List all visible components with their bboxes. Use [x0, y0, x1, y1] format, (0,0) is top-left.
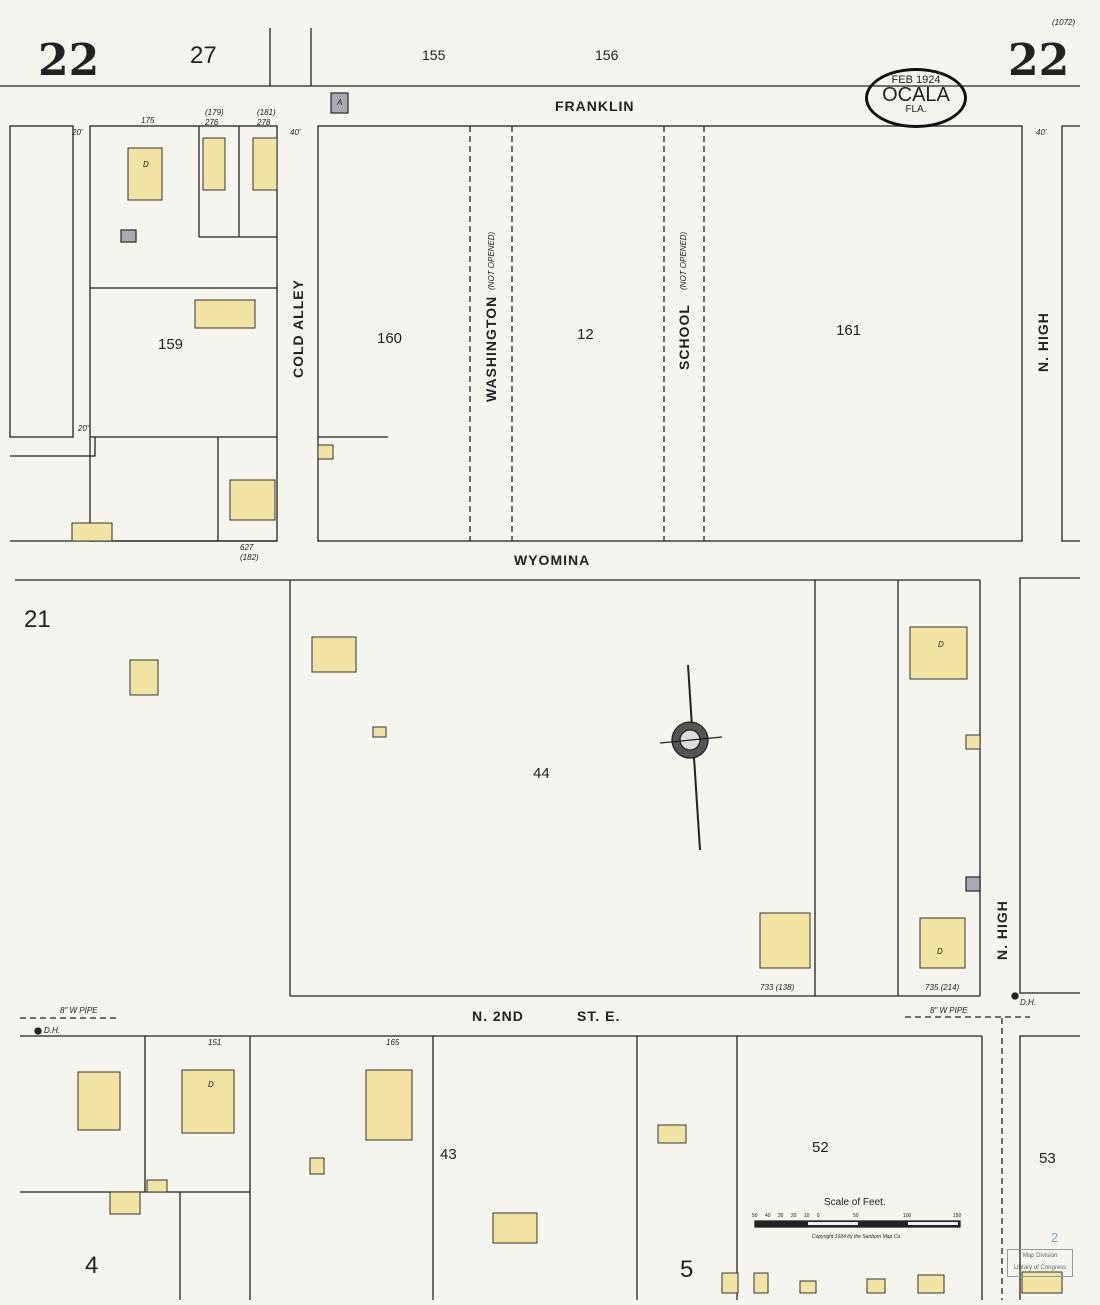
adjoining-sheet: 156 — [595, 47, 619, 63]
block-number: 53 — [1039, 1150, 1056, 1167]
north-arrow-compass — [659, 664, 723, 851]
city-seal: FEB 1924 OCALA FLA. — [865, 68, 967, 128]
width-label: 20' — [72, 128, 83, 137]
street-n2nd: N. 2ND — [472, 1008, 524, 1024]
address-number: 735 (214) — [925, 983, 960, 992]
width-label: 20' — [78, 424, 89, 433]
dwelling — [194, 299, 256, 329]
block-159 — [89, 125, 278, 542]
sheet-ref: (1072) — [1052, 18, 1076, 27]
scale-tick: 50 — [853, 1213, 859, 1219]
dwelling — [365, 1069, 413, 1141]
dwelling — [909, 626, 968, 680]
sheet-number: 22 — [38, 35, 100, 86]
scale-tick: 100 — [903, 1213, 912, 1219]
dwelling — [129, 659, 159, 696]
library-stamp: Map Division Library of Congress — [1007, 1249, 1073, 1277]
dwelling — [759, 912, 811, 969]
address-number: 175 — [141, 116, 155, 125]
block-number: 159 — [158, 336, 184, 353]
width-label: 40' — [1036, 128, 1047, 137]
block-number: 160 — [377, 330, 403, 347]
pipe-label: 8" W PIPE — [60, 1006, 98, 1015]
street-washington: WASHINGTON — [483, 295, 499, 402]
seal-city: OCALA — [882, 84, 950, 106]
dwelling-label: D — [938, 640, 944, 649]
sheet-number-right: 22 — [1008, 35, 1070, 86]
dwelling — [109, 1191, 141, 1215]
stamp-line: Library of Congress — [1013, 1265, 1067, 1271]
scale-bar — [754, 1220, 961, 1228]
auto-garages — [120, 92, 981, 892]
address-number: 151 — [208, 1038, 222, 1047]
dwelling — [311, 636, 357, 673]
dwelling — [229, 479, 276, 521]
scale-ticks: 50 40 30 20 10 0 — [752, 1213, 820, 1219]
dwelling — [77, 1071, 121, 1131]
width-label: 40' — [290, 128, 301, 137]
street-school: SCHOOL — [676, 304, 692, 370]
dwelling — [252, 137, 278, 191]
street-n-high: N. HIGH — [994, 900, 1010, 960]
block-number: 12 — [577, 326, 594, 343]
address-number: 733 (138) — [760, 983, 795, 992]
dwelling-label: D — [937, 947, 943, 956]
street-cold-alley: COLD ALLEY — [290, 279, 306, 378]
dwelling — [71, 522, 113, 542]
dwelling — [657, 1124, 687, 1144]
pipe-label: 8" W PIPE — [930, 1006, 968, 1015]
copyright: Copyright 1924 by the Sanborn Map Co — [812, 1234, 901, 1240]
address-number: (181) 278 — [257, 108, 276, 127]
dwellings — [71, 137, 1063, 1294]
dwelling — [919, 917, 966, 969]
block-number: 52 — [812, 1139, 829, 1156]
dwelling — [202, 137, 226, 191]
adjoining-sheet: 5 — [680, 1256, 694, 1283]
hydrant-icon — [34, 1027, 42, 1035]
seal-state: FLA. — [905, 104, 927, 115]
scale-tick: 150 — [953, 1213, 962, 1219]
block-160-161 — [317, 125, 1023, 542]
block-number: 161 — [836, 322, 862, 339]
dwelling — [965, 734, 981, 750]
adjoining-sheet: 4 — [85, 1252, 99, 1279]
adjoining-sheet: 21 — [24, 606, 51, 633]
dwelling — [127, 147, 163, 201]
not-opened-label: (NOT OPENED) — [487, 231, 496, 290]
not-opened-label: (NOT OPENED) — [679, 231, 688, 290]
block-number: 44 — [533, 765, 550, 782]
block-number: 43 — [440, 1146, 457, 1163]
scale-title: Scale of Feet. — [824, 1197, 886, 1208]
hydrant-icon — [1011, 992, 1019, 1000]
dwelling-label: D — [143, 160, 149, 169]
street-wyomina: WYOMINA — [514, 552, 591, 568]
dwelling-label: D — [208, 1080, 214, 1089]
adjoining-sheet: 27 — [190, 42, 217, 69]
address-number: 165 — [386, 1038, 400, 1047]
street-franklin: FRANKLIN — [555, 98, 635, 114]
stamp-line: Map Division — [1022, 1253, 1058, 1259]
hydrant-label: D.H. — [1020, 998, 1036, 1007]
auto-label: A — [337, 98, 343, 107]
block-outline — [9, 125, 74, 438]
hydrant-label: D.H. — [44, 1026, 60, 1035]
seal-date: FEB 1924 — [891, 74, 941, 86]
adjoining-sheet: 155 — [422, 47, 446, 63]
street-n-high: N. HIGH — [1035, 312, 1051, 372]
address-number: (179) 276 — [205, 108, 224, 127]
address-number: 627 (182) — [240, 543, 259, 562]
sheet-mark: 2 — [1051, 1230, 1059, 1245]
street-n2nd-suffix: ST. E. — [577, 1008, 621, 1024]
dwelling — [492, 1212, 538, 1244]
dwelling — [181, 1069, 235, 1134]
